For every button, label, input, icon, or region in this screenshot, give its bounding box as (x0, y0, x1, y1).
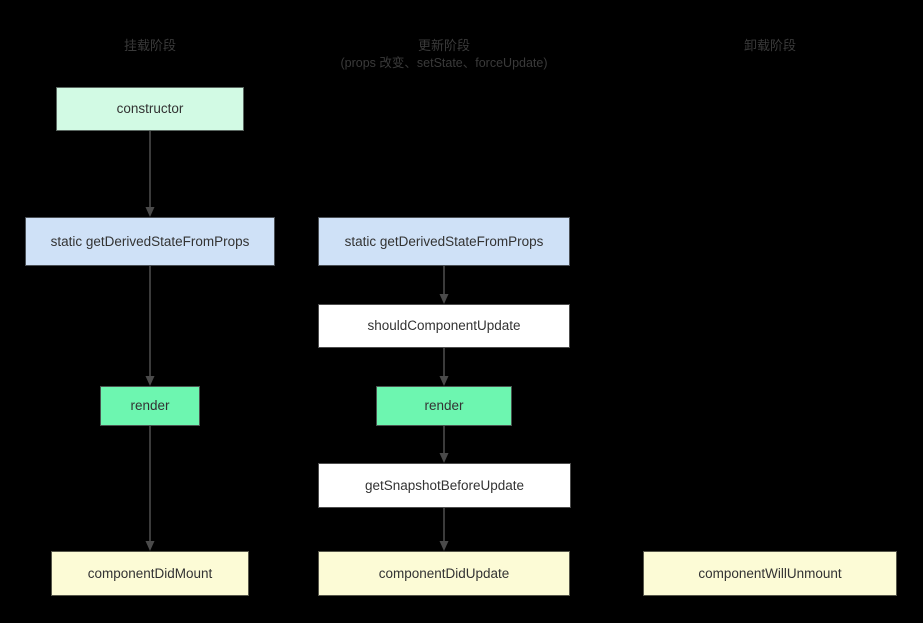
column-subtitle-text: (props 改变、setState、forceUpdate) (340, 56, 548, 70)
edge-snapshot-to-did-update (436, 508, 452, 551)
node-update-render: render (376, 386, 512, 426)
column-title-mounting: 挂载阶段 (124, 38, 176, 54)
node-mount-render: render (100, 386, 200, 426)
edge-render-to-snapshot (436, 426, 452, 463)
node-label: componentWillUnmount (698, 565, 842, 581)
node-label: render (130, 398, 170, 414)
node-label: static getDerivedStateFromProps (344, 233, 544, 249)
node-label: getSnapshotBeforeUpdate (364, 477, 525, 493)
column-title-updating: 更新阶段 (props 改变、setState、forceUpdate) (340, 38, 547, 71)
column-title-text: 更新阶段 (417, 38, 470, 53)
node-component-did-update: componentDidUpdate (318, 551, 570, 596)
node-get-snapshot-before-update: getSnapshotBeforeUpdate (318, 463, 571, 508)
edge-scu-to-render (436, 348, 452, 386)
edge-constructor-to-gdsfp (142, 131, 158, 217)
node-label: render (424, 398, 464, 414)
column-title-unmounting: 卸载阶段 (744, 38, 796, 54)
node-component-will-unmount: componentWillUnmount (643, 551, 897, 596)
column-title-text: 挂载阶段 (123, 38, 177, 53)
edge-render-to-did-mount (142, 426, 158, 551)
node-mount-gdsfp: static getDerivedStateFromProps (25, 217, 275, 266)
node-update-gdsfp: static getDerivedStateFromProps (318, 217, 570, 266)
node-component-did-mount: componentDidMount (51, 551, 249, 596)
column-title-text: 卸载阶段 (743, 38, 797, 53)
edge-gdsfp-to-render (142, 266, 158, 386)
node-label: constructor (116, 101, 184, 117)
node-constructor: constructor (56, 87, 244, 131)
node-label: componentDidMount (87, 565, 213, 581)
node-label: shouldComponentUpdate (367, 318, 521, 334)
edge-update-gdsfp-to-scu (436, 266, 452, 304)
node-should-component-update: shouldComponentUpdate (318, 304, 570, 348)
node-label: static getDerivedStateFromProps (50, 233, 250, 249)
node-label: componentDidUpdate (378, 565, 510, 581)
